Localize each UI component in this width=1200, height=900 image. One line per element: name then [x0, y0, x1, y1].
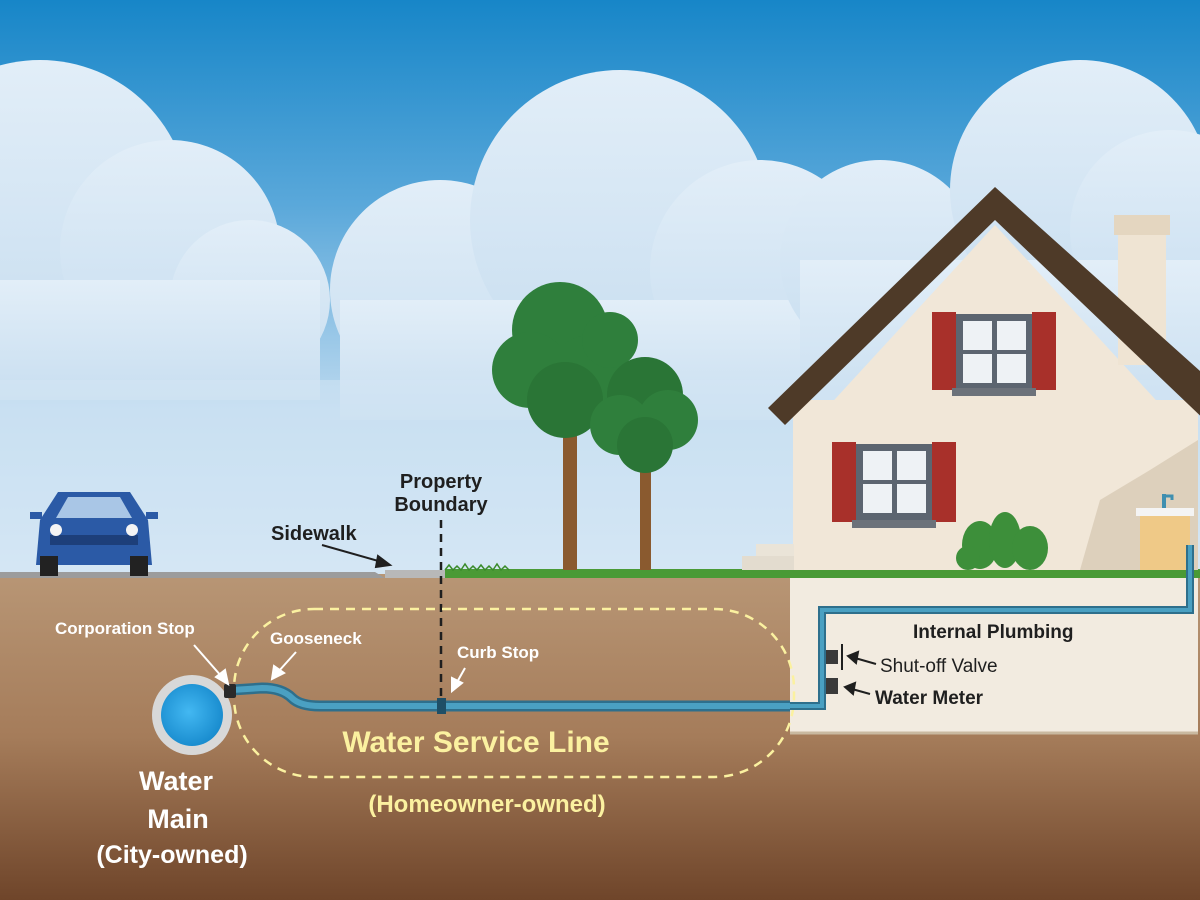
sidewalk: [385, 570, 445, 578]
label-arrows-white: [193, 644, 466, 694]
shutoff-valve-fitting: [826, 650, 838, 664]
curb-stop-fitting: [437, 698, 446, 714]
curb-stop-label: Curb Stop: [457, 643, 539, 662]
corporation-stop-fitting: [224, 684, 236, 698]
shutoff-valve-label: Shut-off Valve: [880, 656, 998, 677]
property-boundary-label-line2: Boundary: [394, 494, 488, 516]
water-service-line-label: Water Service Line: [342, 726, 609, 759]
label-arrows: [321, 544, 877, 696]
water-meter-label: Water Meter: [875, 688, 984, 709]
gooseneck-label: Gooseneck: [270, 629, 362, 648]
water-meter-fitting: [826, 678, 838, 694]
tree-right: [590, 357, 698, 570]
water-main-label-line2: Main: [147, 804, 209, 834]
sidewalk-label: Sidewalk: [271, 523, 357, 545]
city-owned-label: (City-owned): [96, 841, 247, 869]
water-main-label: Water: [139, 766, 214, 796]
property-boundary-label: Property: [400, 471, 483, 493]
shrub: [956, 512, 1048, 570]
homeowner-owned-label: (Homeowner-owned): [368, 791, 605, 818]
car: [30, 492, 158, 576]
corporation-stop-label: Corporation Stop: [55, 619, 195, 638]
internal-plumbing-label: Internal Plumbing: [913, 622, 1073, 643]
grass: [445, 569, 1200, 578]
sink: [1136, 494, 1194, 570]
street: [0, 572, 385, 578]
